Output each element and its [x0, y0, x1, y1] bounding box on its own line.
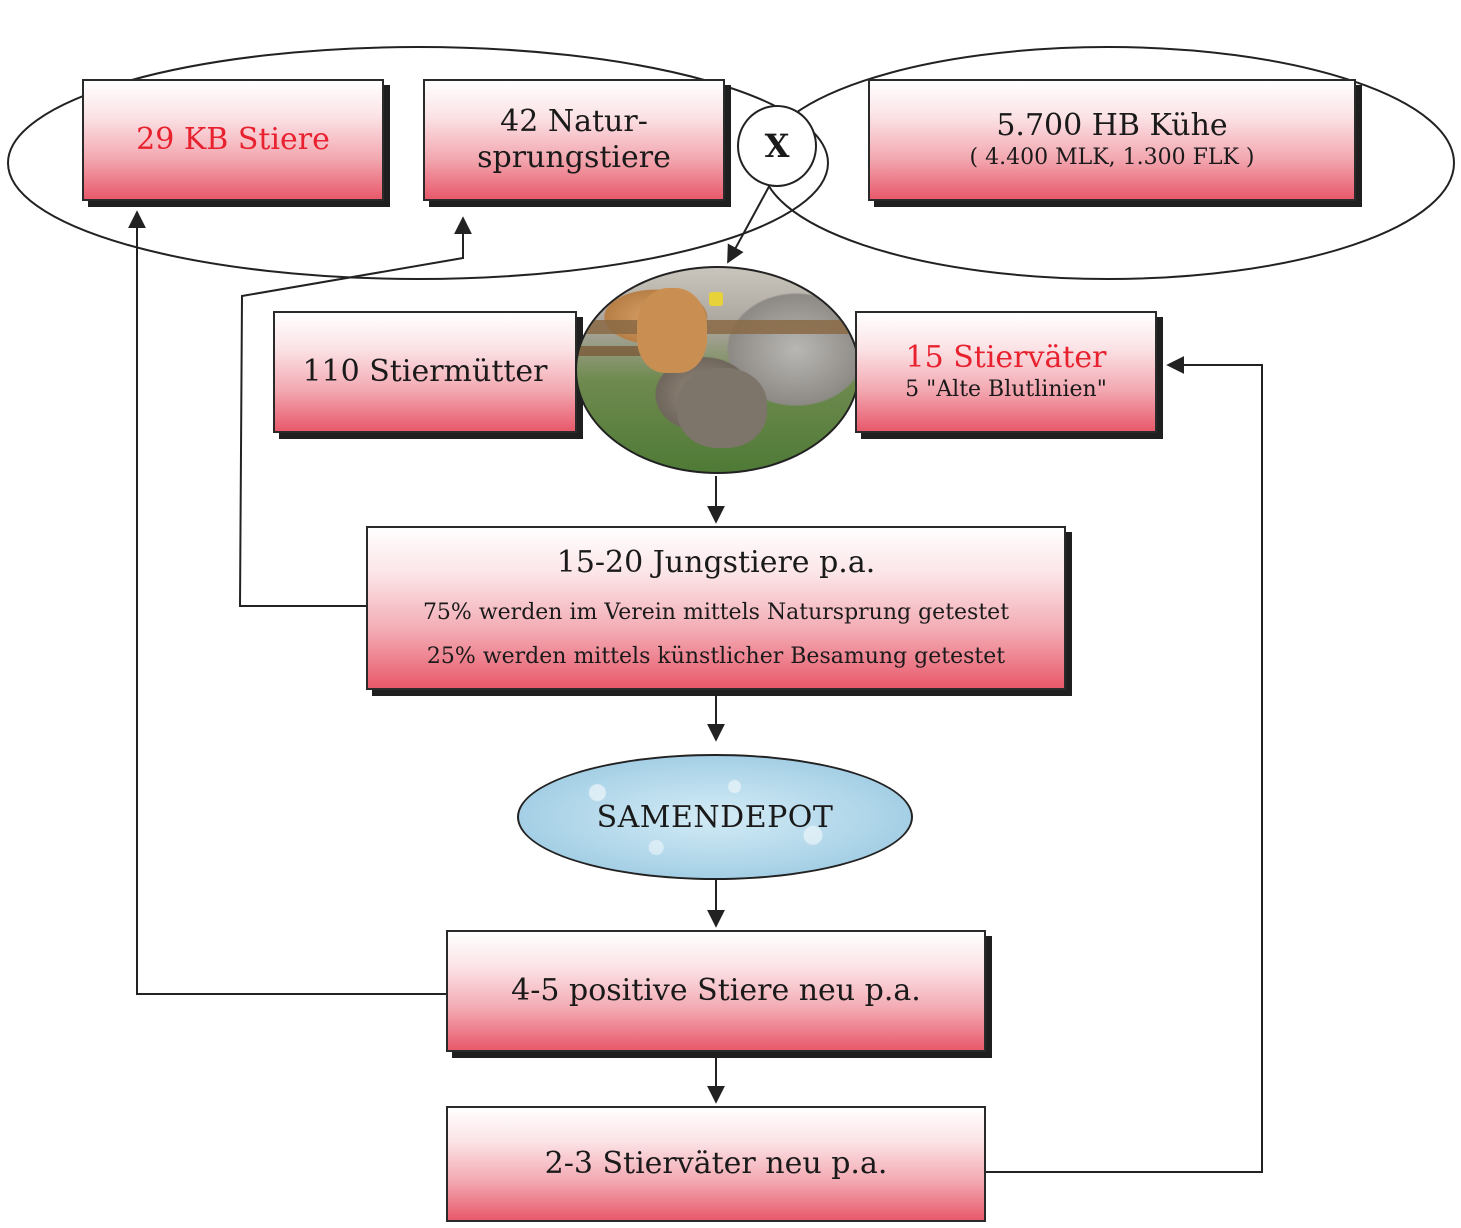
- cattle-photo: [575, 266, 860, 474]
- samendepot-ellipse: SAMENDEPOT: [517, 754, 913, 880]
- cross-symbol: X: [737, 105, 817, 187]
- cross-label: X: [764, 127, 790, 165]
- arrow-new-fathers-to-stiervaeter: [986, 356, 1263, 1173]
- arrow-jungstiere-to-natursprung: [238, 216, 472, 607]
- jungstiere-box: 15-20 Jungstiere p.a. 75% werden im Vere…: [366, 526, 1066, 690]
- stiermuetter-box: 110 Stiermütter: [273, 311, 577, 433]
- stiervaeter-label-line2: 5 "Alte Blutlinien": [905, 377, 1107, 403]
- jungstiere-title: 15-20 Jungstiere p.a.: [556, 545, 876, 581]
- kuehe-label-line1: 5.700 HB Kühe: [996, 108, 1228, 144]
- positive-stiere-label: 4-5 positive Stiere neu p.a.: [511, 973, 921, 1008]
- samendepot-label: SAMENDEPOT: [596, 799, 834, 835]
- jungstiere-line1: 75% werden im Verein mittels Natursprung…: [422, 599, 1010, 625]
- arrow-positive-to-kb-stiere: [128, 210, 446, 995]
- new-fathers-label: 2-3 Stierväter neu p.a.: [544, 1146, 888, 1181]
- natursprung-label-line2: sprungstiere: [477, 140, 671, 175]
- kb-stiere-box: 29 KB Stiere: [82, 79, 384, 201]
- kuehe-label-line2: ( 4.400 MLK, 1.300 FLK ): [969, 145, 1255, 171]
- positive-stiere-box: 4-5 positive Stiere neu p.a.: [446, 930, 986, 1052]
- jungstiere-line2: 25% werden mittels künstlicher Besamung …: [426, 644, 1006, 670]
- stiermuetter-label: 110 Stiermütter: [302, 354, 548, 389]
- kuehe-box: 5.700 HB Kühe ( 4.400 MLK, 1.300 FLK ): [868, 79, 1356, 201]
- natursprung-label-line1: 42 Natur-: [500, 104, 648, 139]
- stiervaeter-label-line1: 15 Stierväter: [905, 340, 1107, 376]
- natursprung-box: 42 Natur- sprungstiere: [423, 79, 725, 201]
- bulls-group-ellipse: [7, 46, 829, 280]
- stiervaeter-box: 15 Stierväter 5 "Alte Blutlinien": [855, 311, 1157, 433]
- new-fathers-box: 2-3 Stierväter neu p.a.: [446, 1106, 986, 1222]
- kb-stiere-label: 29 KB Stiere: [136, 122, 330, 157]
